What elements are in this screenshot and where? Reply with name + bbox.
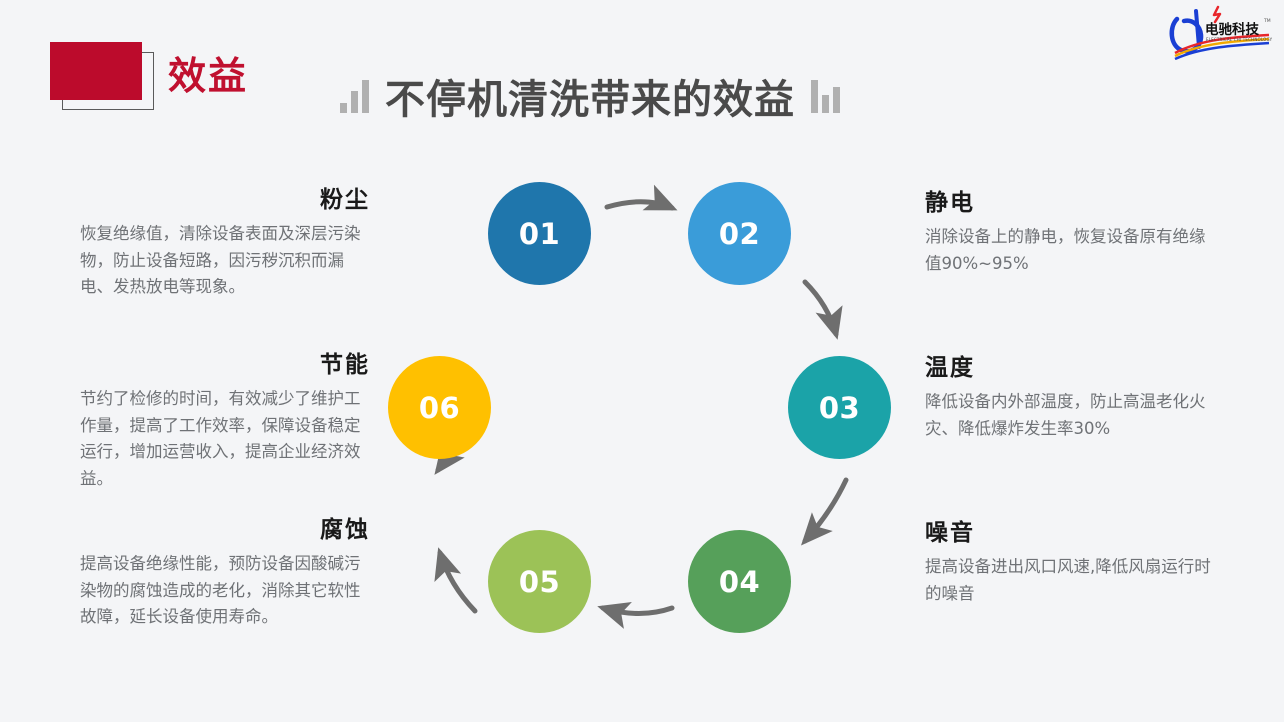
block-corrosion: 腐蚀 提高设备绝缘性能，预防设备因酸碱污染物的腐蚀造成的老化，消除其它软性故障，… [80, 510, 370, 631]
block-noise: 噪音 提高设备进出风口风速,降低风扇运行时的噪音 [925, 513, 1215, 607]
bar-chart-marks-right-icon [811, 79, 840, 113]
block-static: 静电 消除设备上的静电，恢复设备原有绝缘值90%~95% [925, 183, 1215, 277]
svg-text:TM: TM [1263, 18, 1271, 24]
cycle-node-06[interactable]: 06 [388, 356, 491, 459]
block-static-title: 静电 [925, 190, 975, 216]
block-static-text: 消除设备上的静电，恢复设备原有绝缘值90%~95% [925, 227, 1206, 273]
company-logo: 电驰科技 ELECTRICAL CHI TECHNOLOGY TM [1169, 5, 1273, 60]
block-dust-title: 粉尘 [320, 187, 370, 213]
cycle-node-04[interactable]: 04 [688, 530, 791, 633]
block-energy-title: 节能 [320, 352, 370, 378]
block-temperature: 温度 降低设备内外部温度，防止高温老化火灾、降低爆炸发生率30% [925, 348, 1215, 442]
cycle-node-03[interactable]: 03 [788, 356, 891, 459]
badge-red-square [50, 42, 142, 100]
block-dust: 粉尘 恢复绝缘值，清除设备表面及深层污染物，防止设备短路，因污秽沉积而漏电、发热… [80, 180, 370, 301]
block-noise-text: 提高设备进出风口风速,降低风扇运行时的噪音 [925, 557, 1211, 603]
page-title: 不停机清洗带来的效益 [385, 77, 795, 123]
cycle-node-05[interactable]: 05 [488, 530, 591, 633]
title-row: 不停机清洗带来的效益 [340, 66, 840, 126]
svg-text:ELECTRICAL CHI TECHNOLOGY: ELECTRICAL CHI TECHNOLOGY [1206, 37, 1273, 42]
badge-label: 效益 [168, 54, 249, 98]
cycle-node-01[interactable]: 01 [488, 182, 591, 285]
block-temperature-title: 温度 [925, 355, 975, 381]
block-corrosion-text: 提高设备绝缘性能，预防设备因酸碱污染物的腐蚀造成的老化，消除其它软性故障，延长设… [80, 554, 361, 627]
block-corrosion-title: 腐蚀 [320, 517, 370, 543]
svg-text:电驰科技: 电驰科技 [1205, 21, 1259, 38]
arrow-04-to-05 [597, 601, 675, 629]
arrow-05-to-06 [434, 547, 478, 614]
block-energy-text: 节约了检修的时间，有效减少了维护工作量，提高了工作效率，保障设备稳定运行，增加运… [80, 389, 361, 489]
arrow-01-to-02 [604, 184, 678, 211]
cycle-node-02[interactable]: 02 [688, 182, 791, 285]
bar-chart-marks-left-icon [340, 79, 369, 113]
arrow-03-to-04 [800, 477, 849, 546]
block-noise-title: 噪音 [925, 520, 975, 546]
header-badge [50, 42, 160, 110]
block-dust-text: 恢复绝缘值，清除设备表面及深层污染物，防止设备短路，因污秽沉积而漏电、发热放电等… [80, 224, 361, 297]
block-temperature-text: 降低设备内外部温度，防止高温老化火灾、降低爆炸发生率30% [925, 392, 1206, 438]
block-energy: 节能 节约了检修的时间，有效减少了维护工作量，提高了工作效率，保障设备稳定运行，… [80, 345, 370, 493]
arrow-02-to-03 [802, 279, 843, 340]
